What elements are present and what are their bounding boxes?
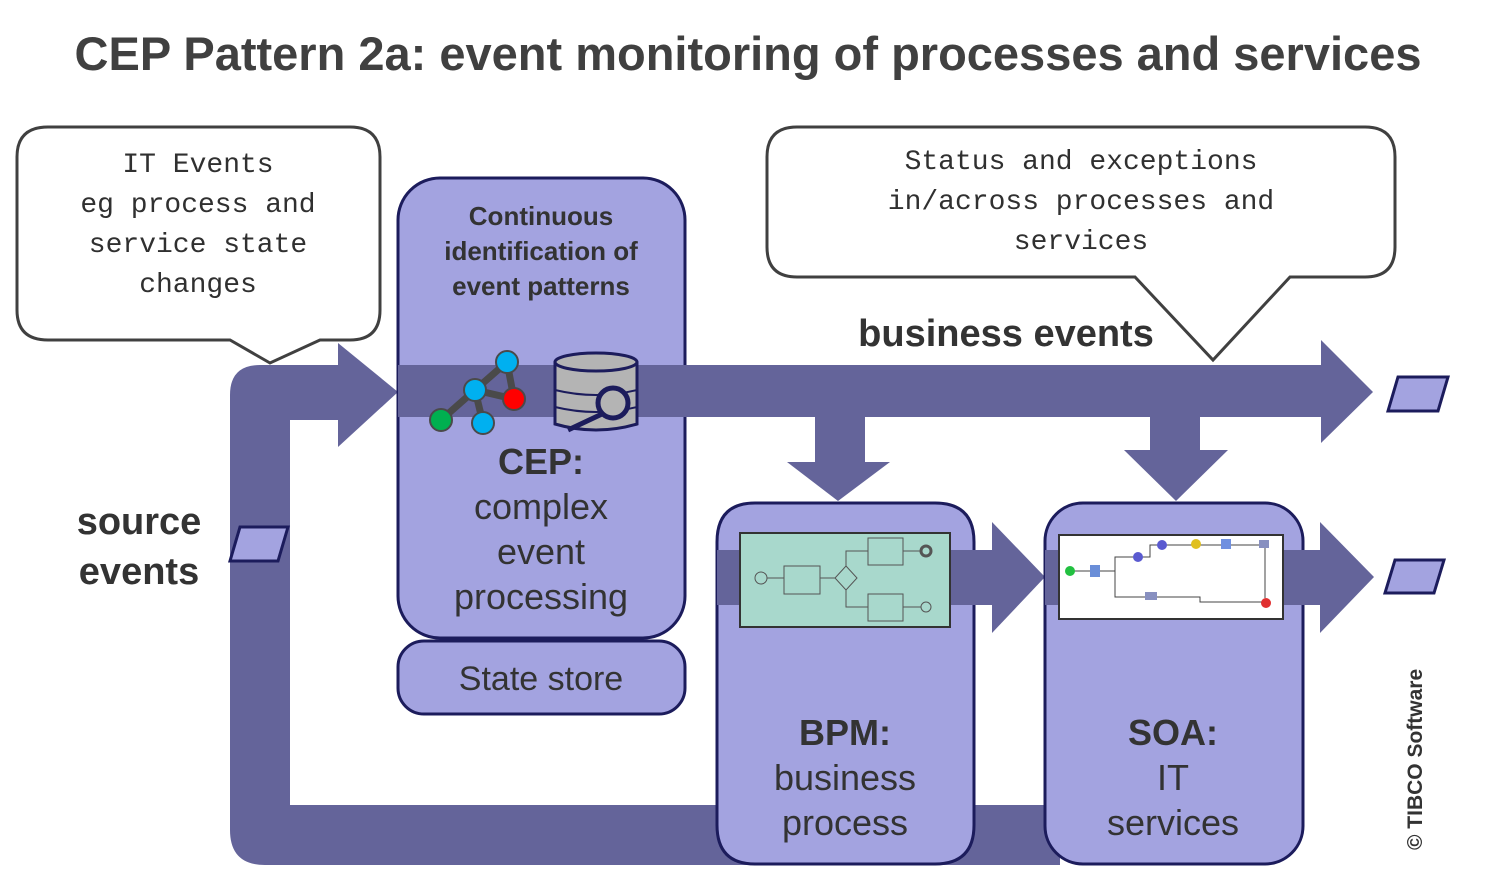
cep-subtitle: complex event processing bbox=[454, 486, 628, 617]
svg-text:eg process and: eg process and bbox=[80, 190, 315, 221]
service-event-output bbox=[1382, 558, 1447, 595]
copyright: © TIBCO Software bbox=[1404, 669, 1427, 850]
soa-services-thumbnail bbox=[1058, 534, 1284, 620]
status-callout bbox=[765, 125, 1397, 363]
svg-text:IT Events: IT Events bbox=[122, 150, 273, 181]
status-text: Status and exceptions in/across processe… bbox=[888, 147, 1274, 258]
svg-text:in/across processes and: in/across processes and bbox=[888, 187, 1274, 218]
svg-text:event: event bbox=[497, 531, 585, 572]
state-store-box bbox=[396, 639, 687, 716]
svg-text:process: process bbox=[782, 802, 908, 843]
source-events-label: source events bbox=[77, 501, 202, 593]
bpm-subtitle: business process bbox=[774, 757, 916, 843]
svg-text:identification of: identification of bbox=[444, 236, 638, 266]
svg-text:services: services bbox=[1014, 227, 1148, 258]
svg-text:Continuous: Continuous bbox=[469, 201, 613, 231]
svg-text:services: services bbox=[1107, 802, 1239, 843]
graph-network-icon bbox=[429, 350, 526, 435]
page-title: CEP Pattern 2a: event monitoring of proc… bbox=[75, 27, 1422, 80]
business-events-label: business events bbox=[858, 313, 1154, 355]
svg-text:changes: changes bbox=[139, 270, 257, 301]
it-events-callout bbox=[15, 125, 382, 365]
business-events-arrow bbox=[398, 340, 1373, 501]
loop-arrowhead bbox=[338, 343, 398, 447]
svg-text:Status and exceptions: Status and exceptions bbox=[905, 147, 1258, 178]
soa-title: SOA: bbox=[1128, 712, 1218, 753]
svg-text:business: business bbox=[774, 757, 916, 798]
source-event-loop bbox=[230, 343, 1060, 865]
state-store-label: State store bbox=[459, 660, 623, 698]
svg-text:complex: complex bbox=[474, 486, 608, 527]
bpm-process-thumbnail bbox=[739, 532, 951, 628]
svg-text:source: source bbox=[77, 501, 202, 543]
business-event-output bbox=[1385, 375, 1451, 413]
svg-text:IT: IT bbox=[1157, 757, 1189, 798]
cep-title: CEP: bbox=[498, 441, 584, 482]
soa-subtitle: IT services bbox=[1107, 757, 1239, 843]
svg-text:event patterns: event patterns bbox=[452, 271, 630, 301]
database-search-icon bbox=[553, 351, 639, 433]
cep-header: Continuous identification of event patte… bbox=[444, 201, 638, 301]
svg-text:service state: service state bbox=[89, 230, 307, 261]
bpm-title: BPM: bbox=[799, 712, 891, 753]
svg-text:processing: processing bbox=[454, 576, 628, 617]
source-event-marker bbox=[227, 525, 291, 563]
svg-text:events: events bbox=[79, 551, 199, 593]
it-events-text: IT Events eg process and service state c… bbox=[80, 150, 315, 301]
